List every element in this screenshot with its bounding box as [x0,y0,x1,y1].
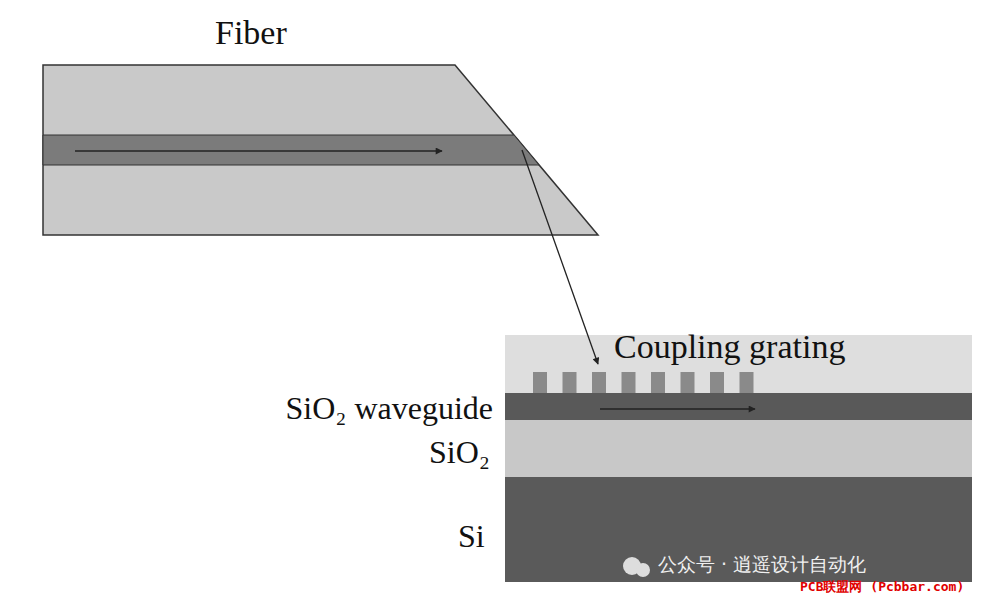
fiber-cladding [43,65,598,235]
grating-label: Coupling grating [614,330,845,364]
grating-tooth [592,372,606,393]
fiber-label: Fiber [215,16,287,50]
watermark-site: PCB联盟网 (Pcbbar.com) [800,580,964,593]
sio2-label: SiO₂ [429,436,490,468]
grating-tooth [740,372,754,393]
fiber-light-arrow [75,150,442,152]
grating-tooth [563,372,577,393]
si-label: Si [458,520,485,552]
waveguide-label: SiO₂ waveguide [285,392,493,424]
si-substrate [505,477,972,582]
fiber-core [43,135,539,165]
grating-tooth [710,372,724,393]
grating-tooth [533,372,547,393]
grating-teeth [533,372,754,393]
sio2-waveguide-layer [505,393,972,420]
watermark: 公众号 · 逍遥设计自动化 [658,555,866,574]
grating-tooth [622,372,636,393]
grating-tooth [681,372,695,393]
waveguide-light-arrow [600,408,755,410]
sio2-layer [505,420,972,477]
coupling-arrow [522,150,598,364]
grating-tooth [651,372,665,393]
wechat-icon [636,563,650,577]
